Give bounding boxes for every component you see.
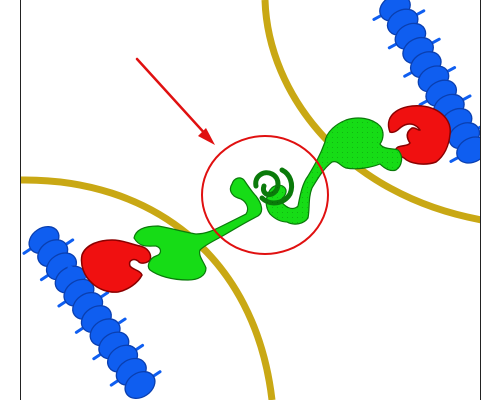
cell-membrane-upper-right xyxy=(261,0,480,224)
receptor-lower-left xyxy=(80,239,152,293)
helix-upper-right-bead xyxy=(456,136,480,164)
pointer-arrow xyxy=(135,57,215,145)
linker-stub-lower-left xyxy=(67,265,89,279)
interface-highlight-circle xyxy=(201,135,329,255)
receptor-upper-right xyxy=(387,105,451,165)
adhesion-protein-left-half xyxy=(133,177,263,281)
hook-loop-inner xyxy=(253,170,281,197)
helix-chain-upper-right xyxy=(372,0,480,164)
helix-lower-left-bead xyxy=(124,371,156,399)
